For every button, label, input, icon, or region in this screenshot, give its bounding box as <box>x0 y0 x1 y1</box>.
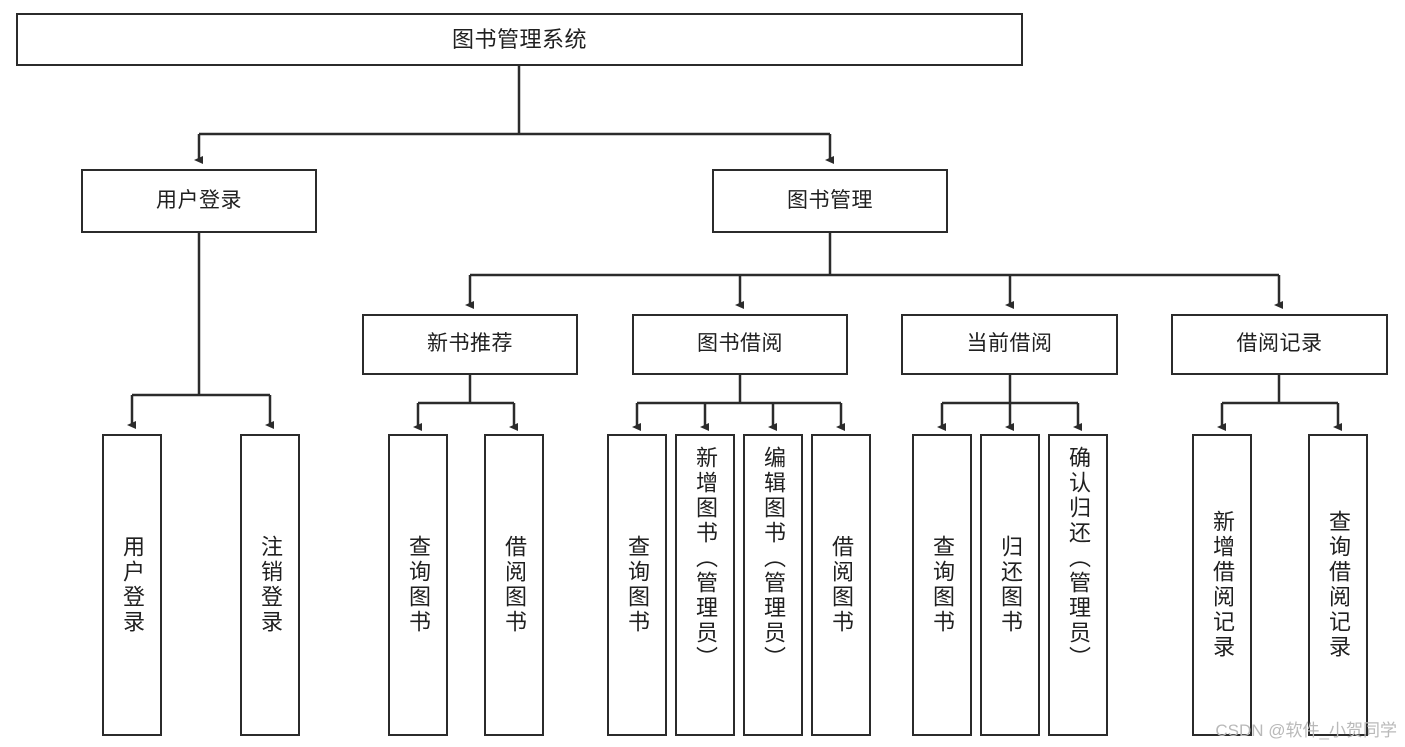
node-label: 确认归还（管理员） <box>1066 446 1091 671</box>
node-label: 新书推荐 <box>427 332 513 356</box>
watermark-text: CSDN @软件_小贺同学 <box>1215 721 1397 740</box>
node-root-system[interactable]: 图书管理系统 <box>16 13 1023 66</box>
node-leaf-borrow-book-2[interactable]: 借阅图书 <box>811 434 871 736</box>
node-label: 图书借阅 <box>697 332 783 356</box>
node-label: 图书管理系统 <box>451 26 587 52</box>
node-leaf-borrow-book-1[interactable]: 借阅图书 <box>484 434 544 736</box>
node-label: 用户登录 <box>120 535 145 635</box>
node-leaf-return-book[interactable]: 归还图书 <box>980 434 1040 736</box>
node-label: 查询图书 <box>930 535 955 635</box>
node-leaf-query-book-1[interactable]: 查询图书 <box>388 434 448 736</box>
node-label: 编辑图书（管理员） <box>761 446 786 671</box>
node-label: 借阅记录 <box>1236 332 1323 356</box>
node-leaf-edit-book[interactable]: 编辑图书（管理员） <box>743 434 803 736</box>
node-label: 查询图书 <box>625 535 650 635</box>
node-leaf-confirm-return[interactable]: 确认归还（管理员） <box>1048 434 1108 736</box>
node-leaf-query-record[interactable]: 查询借阅记录 <box>1308 434 1368 736</box>
node-new-book-recommend[interactable]: 新书推荐 <box>362 314 578 375</box>
node-label: 查询图书 <box>406 535 431 635</box>
node-leaf-query-book-2[interactable]: 查询图书 <box>607 434 667 736</box>
node-leaf-add-book[interactable]: 新增图书（管理员） <box>675 434 735 736</box>
node-current-borrow[interactable]: 当前借阅 <box>901 314 1118 375</box>
node-label: 当前借阅 <box>966 332 1053 356</box>
node-label: 借阅图书 <box>829 535 854 635</box>
node-book-borrow[interactable]: 图书借阅 <box>632 314 848 375</box>
node-label: 图书管理 <box>787 188 873 212</box>
node-label: 新增借阅记录 <box>1210 510 1235 660</box>
node-label: 注销登录 <box>258 535 283 635</box>
node-leaf-add-record[interactable]: 新增借阅记录 <box>1192 434 1252 736</box>
node-label: 用户登录 <box>156 188 242 212</box>
node-label: 归还图书 <box>998 535 1023 635</box>
node-book-manage[interactable]: 图书管理 <box>712 169 948 233</box>
node-user-login[interactable]: 用户登录 <box>81 169 317 233</box>
node-label: 查询借阅记录 <box>1326 510 1351 660</box>
node-leaf-query-book-3[interactable]: 查询图书 <box>912 434 972 736</box>
node-label: 新增图书（管理员） <box>693 446 718 671</box>
node-label: 借阅图书 <box>502 535 527 635</box>
node-borrow-record[interactable]: 借阅记录 <box>1171 314 1388 375</box>
node-leaf-user-logout[interactable]: 注销登录 <box>240 434 300 736</box>
node-leaf-user-login[interactable]: 用户登录 <box>102 434 162 736</box>
